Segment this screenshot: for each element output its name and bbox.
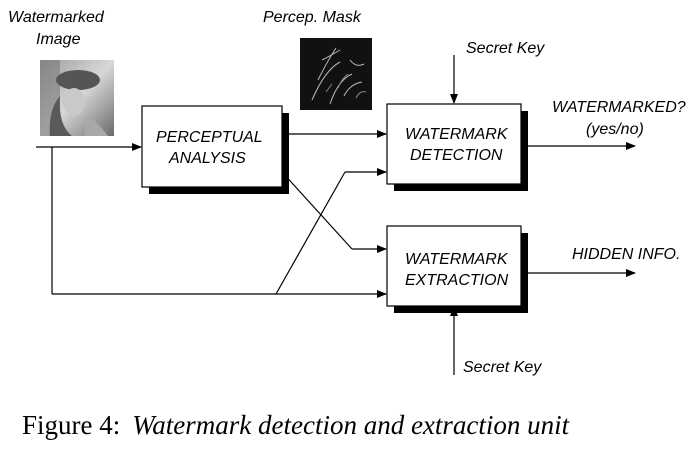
perceptual-mask-thumbnail (300, 38, 372, 110)
perceptual-analysis-label-line1: PERCEPTUAL (156, 129, 263, 146)
perceptual-analysis-label-line2: ANALYSIS (168, 150, 246, 167)
secret-key-bottom-label: Secret Key (463, 359, 542, 376)
watermarked-image-label-line1: Watermarked (8, 9, 105, 26)
connection-lines (36, 55, 636, 375)
perceptual-analysis-block: PERCEPTUAL ANALYSIS (141, 105, 289, 194)
watermarked-output-label-line2: (yes/no) (586, 121, 644, 138)
figure-caption-text: Watermark detection and extraction unit (132, 410, 570, 440)
line-analysis-diagonal (281, 171, 353, 250)
figure-caption-number: Figure 4: (22, 410, 121, 440)
percep-mask-label: Percep. Mask (263, 9, 362, 26)
watermarked-output-label-line1: WATERMARKED? (552, 99, 686, 116)
hidden-info-output-label: HIDDEN INFO. (572, 246, 680, 263)
figure-caption: Figure 4: Watermark detection and extract… (22, 410, 569, 441)
secret-key-top-label: Secret Key (466, 40, 545, 57)
watermarked-image-label-line2: Image (36, 31, 81, 48)
watermark-detection-label-line2: DETECTION (410, 147, 503, 164)
watermark-extraction-label-line1: WATERMARK (405, 251, 509, 268)
line-diagonal-to-detection (275, 171, 346, 295)
watermarked-image-thumbnail (40, 60, 114, 136)
watermark-extraction-block: WATERMARK EXTRACTION (386, 225, 528, 313)
watermark-extraction-label-line2: EXTRACTION (405, 272, 509, 289)
watermark-detection-block: WATERMARK DETECTION (386, 103, 528, 191)
watermark-detection-label-line1: WATERMARK (405, 126, 509, 143)
